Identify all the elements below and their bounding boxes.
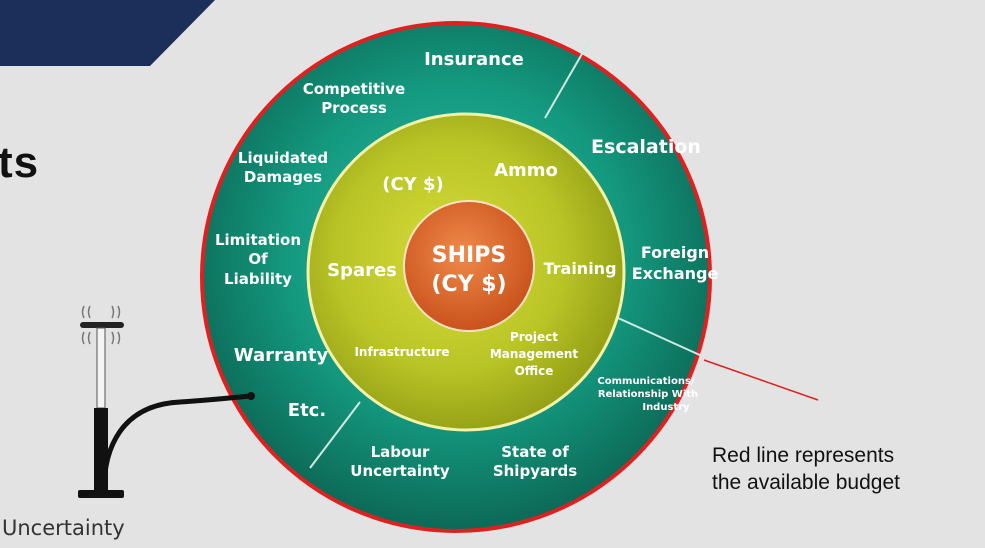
outer-label-limitation-3: Liability <box>224 270 292 288</box>
pump-icon <box>78 305 255 498</box>
outer-label-comms-2: Relationship With <box>598 389 698 400</box>
outer-label-comms-1: Communications/ <box>597 376 695 387</box>
budget-annotation: Red line represents the available budget <box>712 442 900 496</box>
pump-label: Uncertainty <box>2 516 125 540</box>
inner-label-cy: (CY $) <box>382 174 444 195</box>
budget-annotation-line2: the available budget <box>712 471 900 494</box>
outer-divider-bottom <box>309 401 361 469</box>
outer-label-shipyards-2: Shipyards <box>493 462 577 480</box>
outer-label-comms-3: Industry <box>642 402 690 413</box>
inner-label-pmo-1: Project <box>510 330 558 344</box>
ships-core <box>403 200 535 332</box>
outer-label-liquidated-1: Liquidated <box>238 149 328 167</box>
outer-label-escalation: Escalation <box>591 136 701 158</box>
outer-label-limitation-2: Of <box>248 250 268 268</box>
outer-label-warranty: Warranty <box>234 345 329 366</box>
budget-annotation-line1: Red line represents <box>712 444 895 467</box>
budget-pointer-line <box>703 359 819 401</box>
core-label-cy: (CY $) <box>431 272 506 297</box>
outer-divider-top <box>544 39 591 119</box>
budget-red-line <box>200 21 712 533</box>
slide-title-fragment: ts <box>0 138 40 187</box>
outer-divider-right <box>617 317 703 357</box>
outer-label-etc: Etc. <box>288 400 326 421</box>
outer-label-insurance: Insurance <box>424 49 524 70</box>
inner-label-ammo: Ammo <box>494 160 558 181</box>
inner-label-pmo-2: Management <box>490 347 579 361</box>
outer-label-competitive-2: Process <box>321 99 387 117</box>
outer-label-shipyards-1: State of <box>501 443 569 461</box>
outer-label-labour-1: Labour <box>371 443 430 461</box>
outer-label-foreign-2: Exchange <box>632 264 719 283</box>
title-banner <box>0 0 215 66</box>
inner-label-spares: Spares <box>327 260 397 281</box>
outer-label-labour-2: Uncertainty <box>350 462 450 480</box>
outer-label-limitation-1: Limitation <box>215 231 301 249</box>
outer-label-competitive-1: Competitive <box>303 80 405 98</box>
inner-label-training: Training <box>543 259 616 278</box>
inner-label-pmo-3: Office <box>515 364 554 378</box>
core-label-ships: SHIPS <box>432 243 506 268</box>
outer-label-foreign-1: Foreign <box>641 243 709 262</box>
outer-label-liquidated-2: Damages <box>244 168 322 186</box>
inner-label-infrastructure: Infrastructure <box>354 345 449 359</box>
